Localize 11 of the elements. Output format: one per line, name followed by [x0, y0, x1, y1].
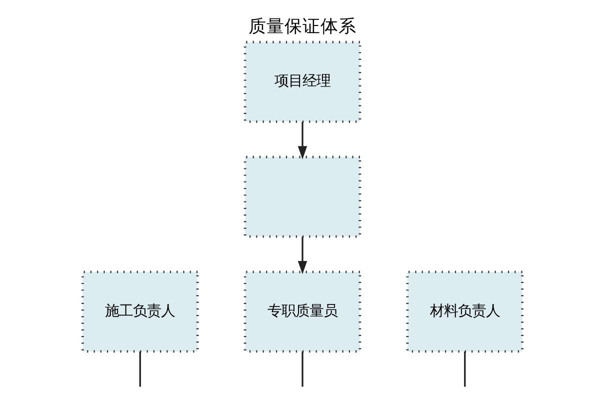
node-box: 材料负责人 — [406, 270, 524, 352]
node-box: 施工负责人 — [81, 270, 199, 352]
node-box: 项目经理 — [244, 40, 362, 122]
node-box: 专职质量员 — [244, 270, 362, 352]
connector — [464, 351, 466, 386]
connector — [302, 351, 304, 386]
connector — [139, 351, 141, 386]
arrow — [298, 236, 308, 274]
diagram-title: 质量保证体系 — [248, 16, 356, 36]
arrow — [298, 121, 308, 159]
node-box — [244, 155, 362, 238]
